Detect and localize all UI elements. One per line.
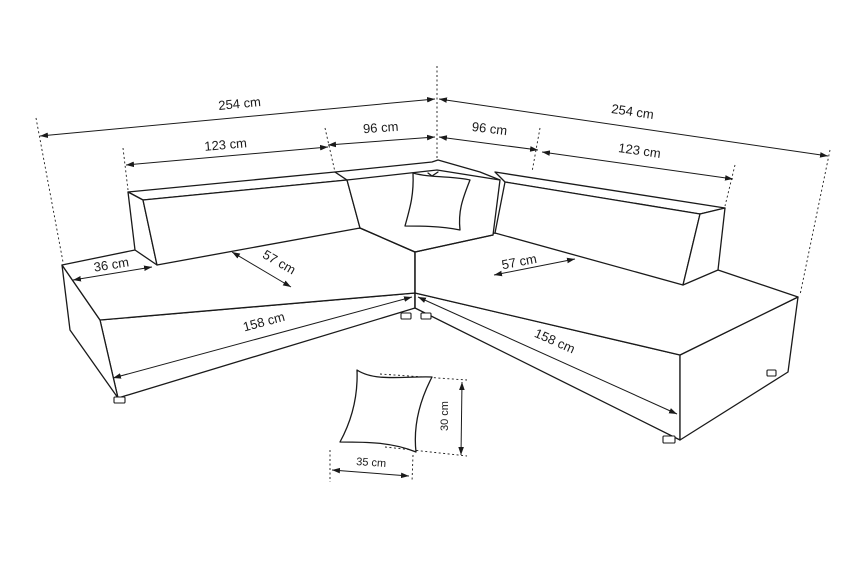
label-back-right-inner: 96 cm	[471, 119, 508, 138]
dim-seat-length-left	[112, 296, 413, 379]
right-back-side	[682, 207, 726, 286]
foot-left	[113, 396, 126, 404]
label-cushion-width: 35 cm	[356, 456, 387, 470]
dim-seat-length-right	[417, 296, 678, 415]
dim-total-right	[438, 97, 829, 158]
label-arm-depth: 36 cm	[93, 254, 130, 274]
foot-front-right	[662, 435, 676, 444]
label-total-right: 254 cm	[610, 101, 654, 122]
sofa-pillow-tie	[427, 171, 439, 177]
label-cushion-height: 30 cm	[439, 401, 451, 431]
dim-seat-depth-right	[493, 257, 576, 277]
loose-cushion	[339, 369, 433, 453]
dim-seat-depth-left	[231, 251, 292, 288]
label-back-left-outer: 123 cm	[204, 135, 248, 154]
sofa-drawing	[61, 159, 799, 444]
dim-back-right-inner	[438, 135, 539, 152]
dimension-arrows	[39, 96, 829, 479]
foot-center-right	[420, 312, 432, 320]
label-total-left: 254 cm	[218, 94, 262, 113]
foot-right	[766, 369, 777, 377]
dim-cushion-width	[331, 467, 410, 479]
dim-back-left-outer	[125, 144, 329, 168]
dim-arm-depth	[72, 265, 153, 282]
label-back-left-inner: 96 cm	[363, 119, 399, 136]
dim-back-left-inner	[327, 134, 436, 148]
cushion-body	[339, 369, 433, 453]
dim-back-right-outer	[541, 150, 734, 181]
dim-cushion-height	[458, 381, 465, 456]
foot-center-left	[400, 312, 412, 320]
label-seat-depth-right: 57 cm	[500, 251, 538, 272]
sofa-pillow	[404, 172, 471, 231]
dim-total-left	[39, 96, 436, 139]
label-back-right-outer: 123 cm	[617, 140, 661, 161]
